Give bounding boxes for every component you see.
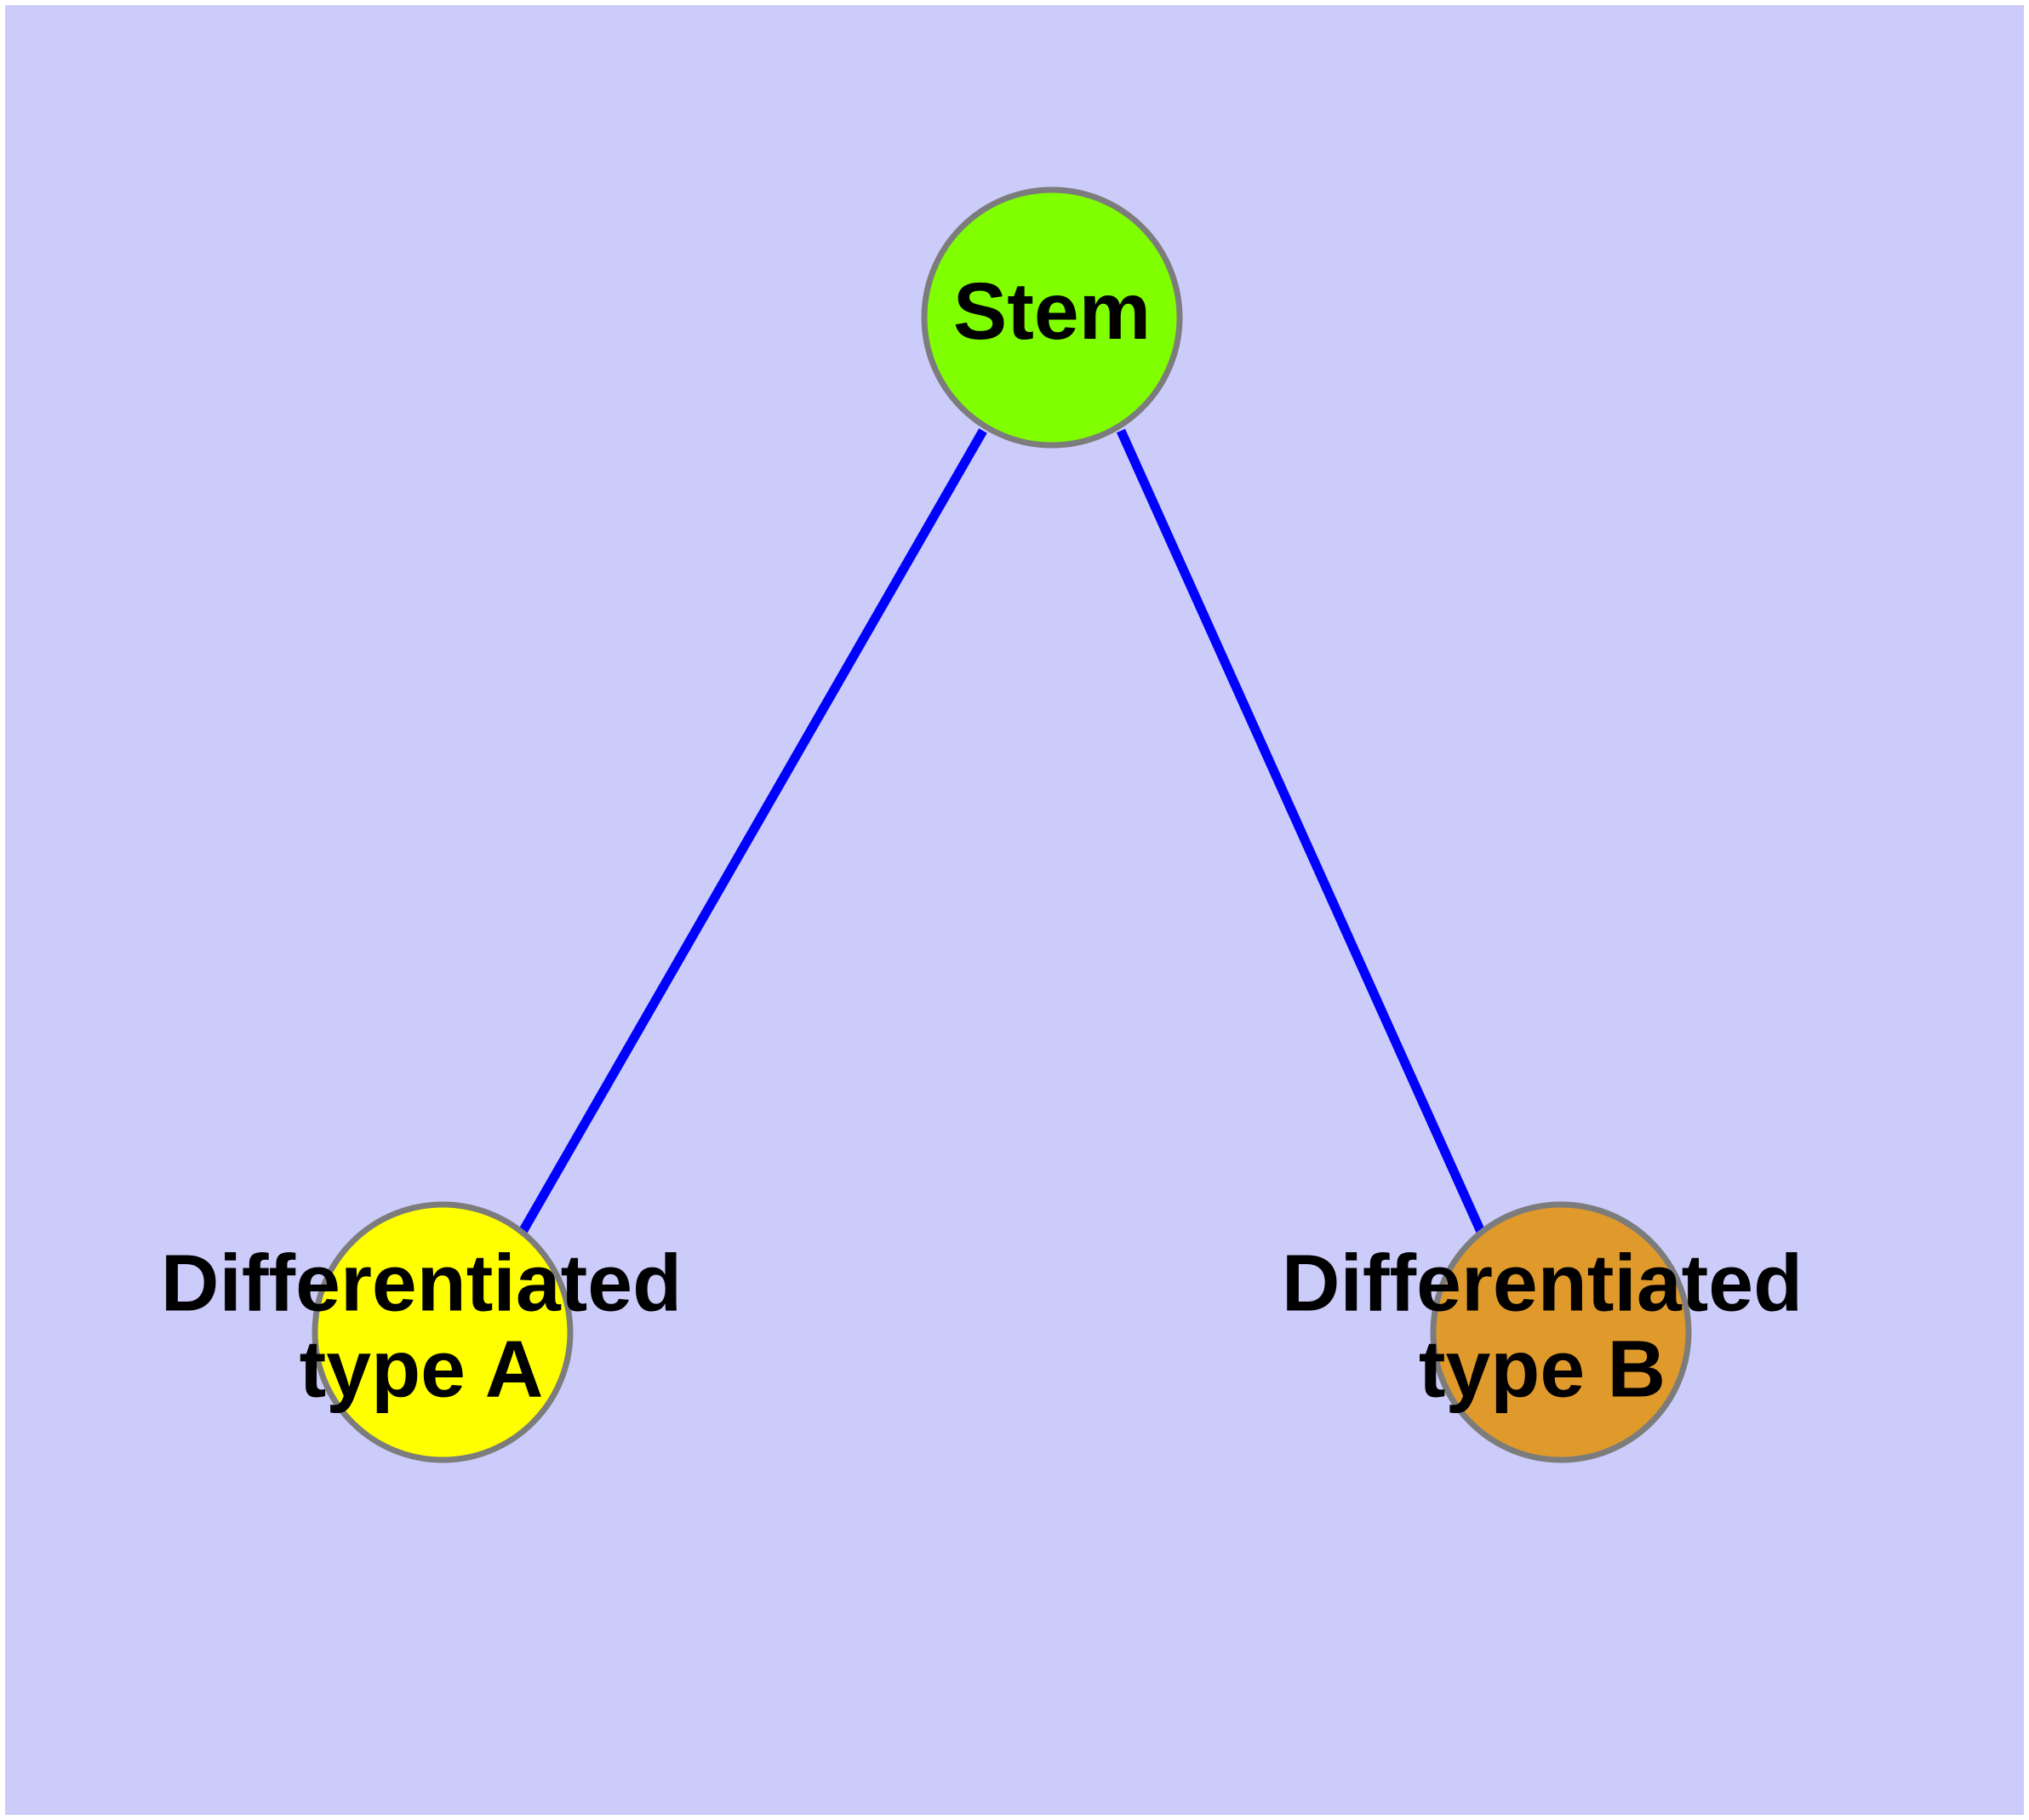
- graph-edge-stem-to-diff-b[interactable]: [1116, 428, 1486, 1234]
- node-label-line: Differentiated: [1282, 1239, 1803, 1329]
- node-label-line: Differentiated: [161, 1239, 682, 1329]
- node-label-line: type B: [1419, 1324, 1666, 1414]
- graph-edge-stem-to-diff-a[interactable]: [518, 428, 987, 1234]
- node-circle-stem[interactable]: [921, 186, 1183, 449]
- node-label-line: type A: [300, 1324, 544, 1414]
- edges-layer: [518, 428, 1486, 1234]
- graph-node-diff_b[interactable]: [1430, 1201, 1692, 1463]
- node-label-line: Stem: [953, 266, 1151, 357]
- graph-node-stem[interactable]: [921, 186, 1183, 449]
- node-label-stem: Stem: [953, 266, 1151, 357]
- graph-node-diff_a[interactable]: [311, 1201, 574, 1463]
- node-circle-diff_a[interactable]: [311, 1201, 574, 1463]
- node-circle-diff_b[interactable]: [1430, 1201, 1692, 1463]
